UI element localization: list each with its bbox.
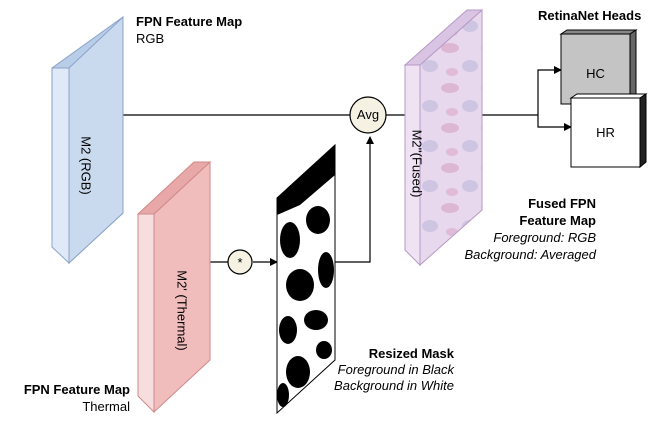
mask-block	[276, 143, 336, 415]
mask-title: Resized Mask	[368, 346, 454, 361]
rgb-block-face	[51, 67, 70, 265]
heads-title: RetinaNet Heads	[538, 8, 642, 23]
mult-node-label: *	[237, 255, 243, 270]
mask-to-avg-arrow	[335, 136, 374, 263]
fused-detail-background: Background: Averaged	[464, 247, 596, 262]
split-to-hr-arrow	[537, 115, 572, 131]
rgb-feature-block	[51, 15, 124, 265]
mask-detail-foreground: Foreground in Black	[337, 362, 454, 377]
hr-head-top	[569, 93, 648, 99]
split-to-hc-arrow	[537, 66, 562, 115]
thermal-block-side	[137, 213, 155, 414]
rgb-map-title: FPN Feature Map	[136, 14, 243, 29]
mask-detail-background: Background in White	[334, 378, 454, 393]
thermal-map-title: FPN Feature Map	[23, 382, 130, 397]
thermal-block-label: M2' (Thermal)	[174, 270, 190, 351]
thermal-block-top	[136, 161, 212, 215]
fused-title-line2: Feature Map	[519, 213, 596, 228]
hr-head-label: HR	[596, 125, 615, 140]
rgb-map-subtitle: RGB	[136, 31, 165, 46]
hc-head-label: HC	[586, 66, 605, 81]
connectors	[123, 66, 572, 266]
fused-feature-block	[403, 8, 484, 267]
hc-head-top	[559, 29, 638, 35]
thermal-map-subtitle: Thermal	[82, 399, 130, 414]
avg-node-label: Avg	[356, 107, 380, 122]
fused-block-top	[403, 9, 484, 66]
hc-head-side	[629, 29, 637, 106]
hc-head-block	[559, 29, 638, 106]
avg-node	[349, 96, 387, 134]
hc-head-front	[560, 33, 631, 105]
mult-node	[227, 249, 253, 275]
thermal-feature-block	[136, 160, 212, 414]
fused-title-line1: Fused FPN	[528, 196, 596, 211]
rgb-block-label: M2 (RGB)	[78, 136, 94, 195]
fused-detail-foreground: Foreground: RGB	[493, 230, 596, 245]
fused-block-label: M2''(Fused)	[409, 129, 425, 198]
hr-head-block	[569, 93, 648, 169]
mask-texture	[277, 145, 335, 407]
hr-head-side	[639, 93, 647, 169]
rgb-block-front	[68, 15, 124, 265]
hr-head-front	[570, 97, 641, 168]
